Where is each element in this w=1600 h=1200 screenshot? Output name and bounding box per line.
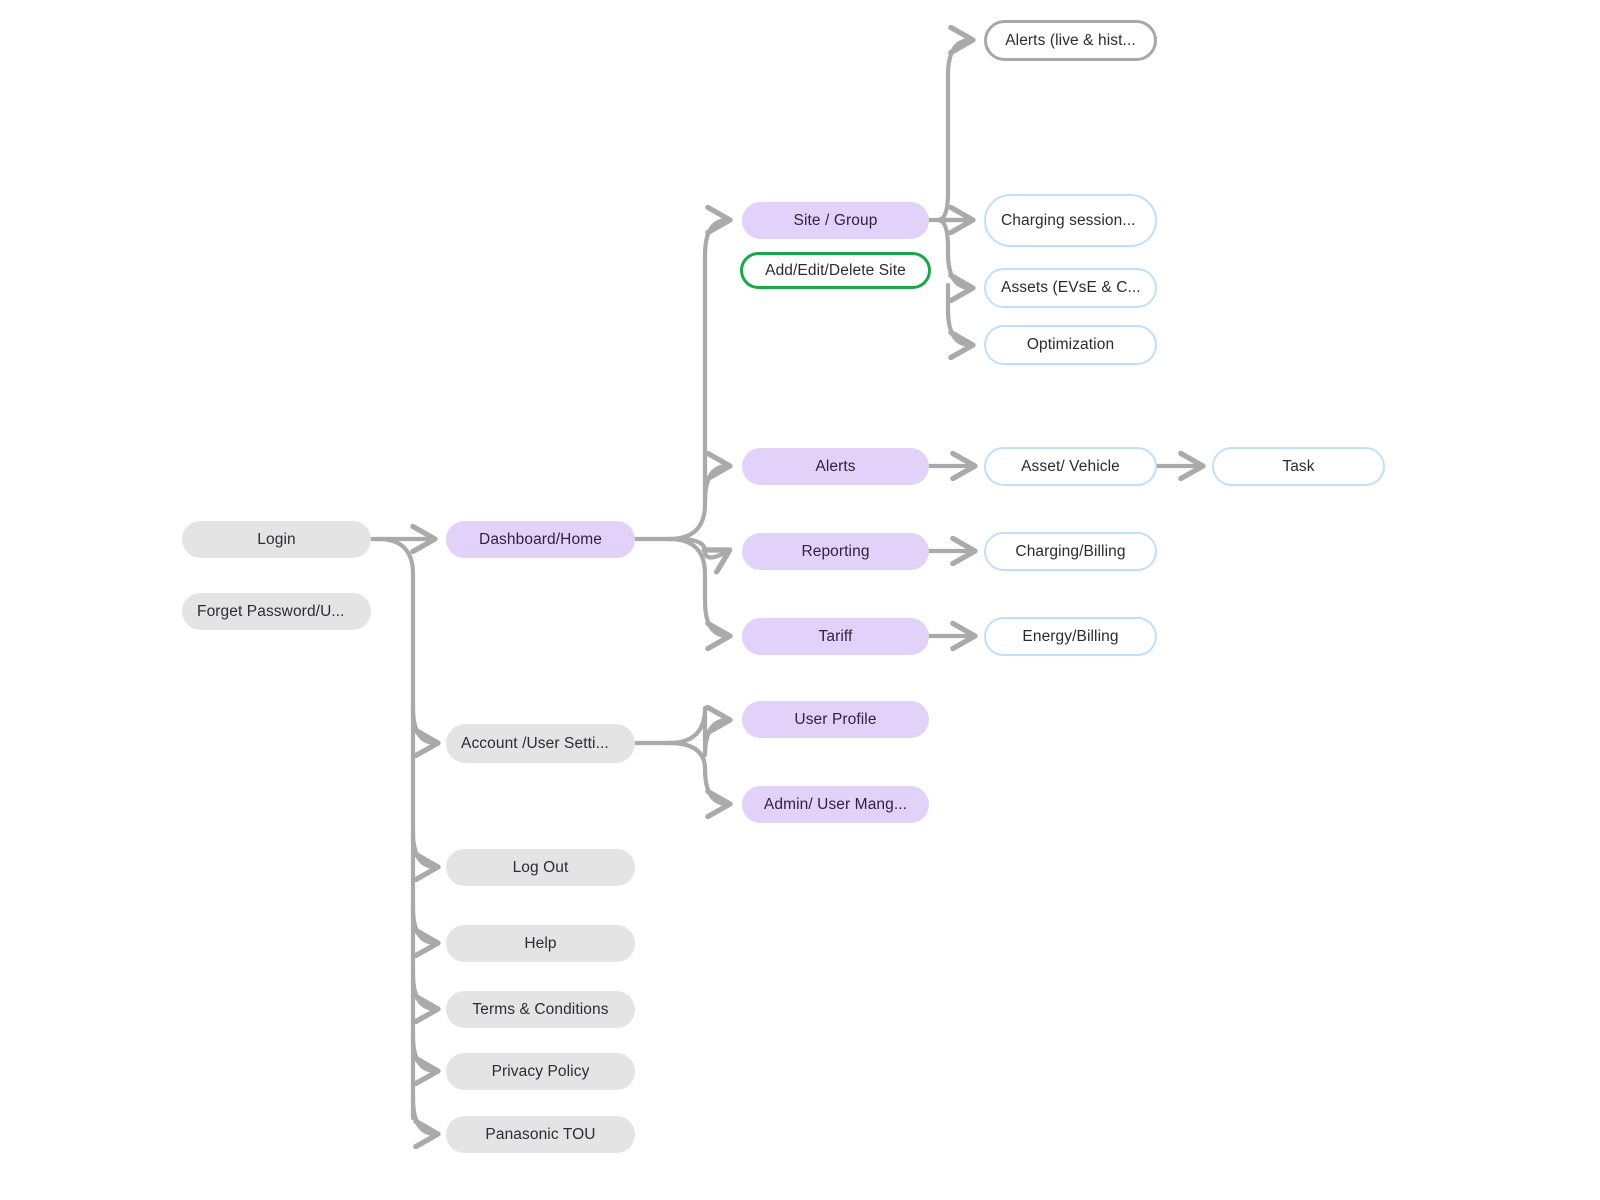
node-privacy-policy[interactable]: Privacy Policy bbox=[446, 1053, 635, 1090]
node-charging-sessions[interactable]: Charging session... bbox=[984, 194, 1157, 247]
node-alerts[interactable]: Alerts bbox=[742, 448, 929, 485]
node-site-group-label: Site / Group bbox=[793, 211, 878, 229]
node-forget-password[interactable]: Forget Password/U... bbox=[182, 593, 371, 630]
edge-trunk-logout bbox=[410, 829, 436, 867]
edge-trunk-panasonic bbox=[410, 1096, 436, 1134]
edge-account-adminmgmt bbox=[666, 740, 728, 804]
node-dashboard-home[interactable]: Dashboard/Home bbox=[446, 521, 635, 558]
node-admin-user-management[interactable]: Admin/ User Mang... bbox=[742, 786, 929, 823]
node-log-out[interactable]: Log Out bbox=[446, 849, 635, 886]
node-login[interactable]: Login bbox=[182, 521, 371, 558]
edge-dashboard-alerts bbox=[702, 466, 728, 504]
node-help[interactable]: Help bbox=[446, 925, 635, 962]
node-privacy-policy-label: Privacy Policy bbox=[491, 1062, 590, 1080]
edge-sitegroup-trunk-up bbox=[935, 40, 971, 223]
node-panasonic-tou[interactable]: Panasonic TOU bbox=[446, 1116, 635, 1153]
node-site-group[interactable]: Site / Group bbox=[742, 202, 929, 239]
node-reporting[interactable]: Reporting bbox=[742, 533, 929, 570]
node-assets-evse[interactable]: Assets (EVsE & C... bbox=[984, 268, 1157, 308]
node-tariff[interactable]: Tariff bbox=[742, 618, 929, 655]
edge-dashboard-trunk-up bbox=[666, 220, 728, 542]
node-task[interactable]: Task bbox=[1212, 447, 1385, 486]
edge-trunk-privacy bbox=[410, 1033, 436, 1071]
node-help-label: Help bbox=[524, 934, 557, 952]
edge-sitegroup-optimization bbox=[945, 282, 971, 345]
node-panasonic-tou-label: Panasonic TOU bbox=[485, 1125, 596, 1143]
node-alerts-live-historical-label: Alerts (live & hist... bbox=[1005, 31, 1136, 49]
node-energy-billing[interactable]: Energy/Billing bbox=[984, 617, 1157, 656]
node-optimization-label: Optimization bbox=[1026, 336, 1115, 354]
node-dashboard-home-label: Dashboard/Home bbox=[479, 530, 602, 548]
node-asset-vehicle[interactable]: Asset/ Vehicle bbox=[984, 447, 1157, 486]
node-forget-password-label: Forget Password/U... bbox=[197, 602, 345, 620]
node-account-user-settings[interactable]: Account /User Setti... bbox=[446, 724, 635, 763]
node-tariff-label: Tariff bbox=[818, 627, 853, 645]
node-account-user-settings-label: Account /User Setti... bbox=[461, 734, 609, 752]
node-log-out-label: Log Out bbox=[512, 858, 569, 876]
node-task-label: Task bbox=[1282, 457, 1315, 475]
node-charging-billing[interactable]: Charging/Billing bbox=[984, 532, 1157, 571]
node-charging-sessions-label: Charging session... bbox=[1001, 211, 1136, 229]
edge-trunk-account bbox=[410, 705, 436, 743]
node-terms-conditions[interactable]: Terms & Conditions bbox=[446, 991, 635, 1028]
edge-dashboard-trunk bbox=[666, 536, 728, 636]
node-asset-vehicle-label: Asset/ Vehicle bbox=[1021, 457, 1120, 475]
node-admin-user-management-label: Admin/ User Mang... bbox=[763, 795, 908, 813]
edge-trunk-terms bbox=[410, 971, 436, 1009]
node-energy-billing-label: Energy/Billing bbox=[1022, 627, 1119, 645]
node-user-profile-label: User Profile bbox=[794, 710, 877, 728]
node-add-edit-delete-site[interactable]: Add/Edit/Delete Site bbox=[740, 252, 931, 289]
edge-trunk-help bbox=[410, 905, 436, 943]
node-user-profile[interactable]: User Profile bbox=[742, 701, 929, 738]
node-login-label: Login bbox=[257, 530, 296, 548]
edge-login-trunk bbox=[375, 536, 416, 1121]
node-reporting-label: Reporting bbox=[801, 542, 870, 560]
node-add-edit-delete-site-label: Add/Edit/Delete Site bbox=[765, 261, 906, 279]
node-terms-conditions-label: Terms & Conditions bbox=[472, 1000, 609, 1018]
node-optimization[interactable]: Optimization bbox=[984, 325, 1157, 365]
edge-account-userprofile bbox=[666, 708, 728, 758]
edge-dashboard-reporting bbox=[675, 536, 728, 558]
node-charging-billing-label: Charging/Billing bbox=[1015, 542, 1126, 560]
node-alerts-label: Alerts bbox=[815, 457, 856, 475]
edge-sitegroup-trunk-down bbox=[935, 217, 971, 288]
node-alerts-live-historical[interactable]: Alerts (live & hist... bbox=[984, 20, 1157, 61]
node-assets-evse-label: Assets (EVsE & C... bbox=[1001, 279, 1141, 297]
